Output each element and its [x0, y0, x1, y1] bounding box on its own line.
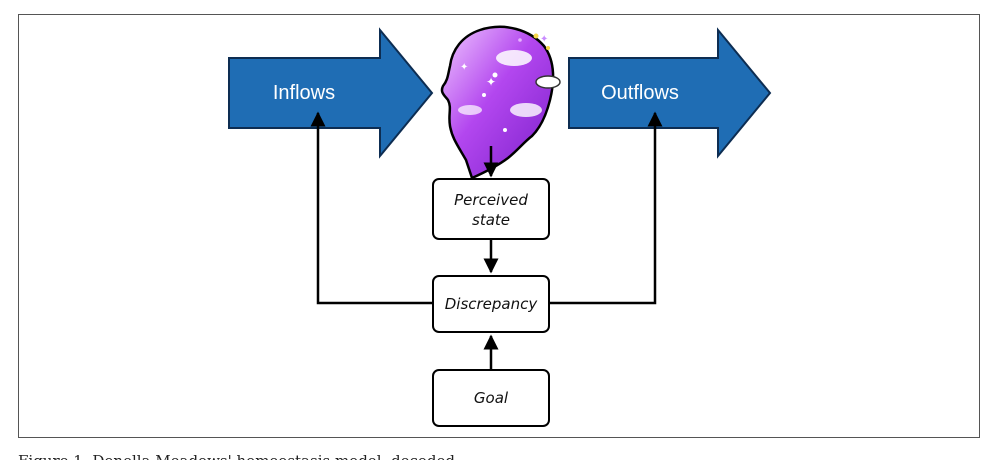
discrepancy-to-outflows-arrow: [549, 111, 663, 305]
svg-text:✦: ✦: [460, 62, 468, 73]
goal-label: Goal: [474, 389, 509, 407]
perceived-state-line1: Perceived: [454, 191, 528, 209]
discrepancy-node: Discrepancy: [432, 275, 550, 333]
perceived-state-line2: state: [472, 211, 510, 229]
outflows-arrow: Outflows: [568, 27, 772, 159]
goal-node: Goal: [432, 369, 550, 427]
inflows-arrow: Inflows: [228, 27, 434, 159]
discrepancy-to-inflows-arrow: [310, 111, 433, 305]
inflows-label: Inflows: [273, 82, 335, 104]
svg-text:✦: ✦: [486, 75, 496, 89]
figure-caption: Figure 1. Donella Meadows' homeostasis m…: [18, 446, 980, 460]
discrepancy-label: Discrepancy: [445, 295, 539, 313]
perceived-state-node: Perceived state: [432, 178, 550, 240]
svg-text:✦: ✦: [540, 34, 548, 45]
outflows-label: Outflows: [601, 82, 679, 104]
head-icon: ✦ ✦ ✦: [440, 25, 561, 180]
